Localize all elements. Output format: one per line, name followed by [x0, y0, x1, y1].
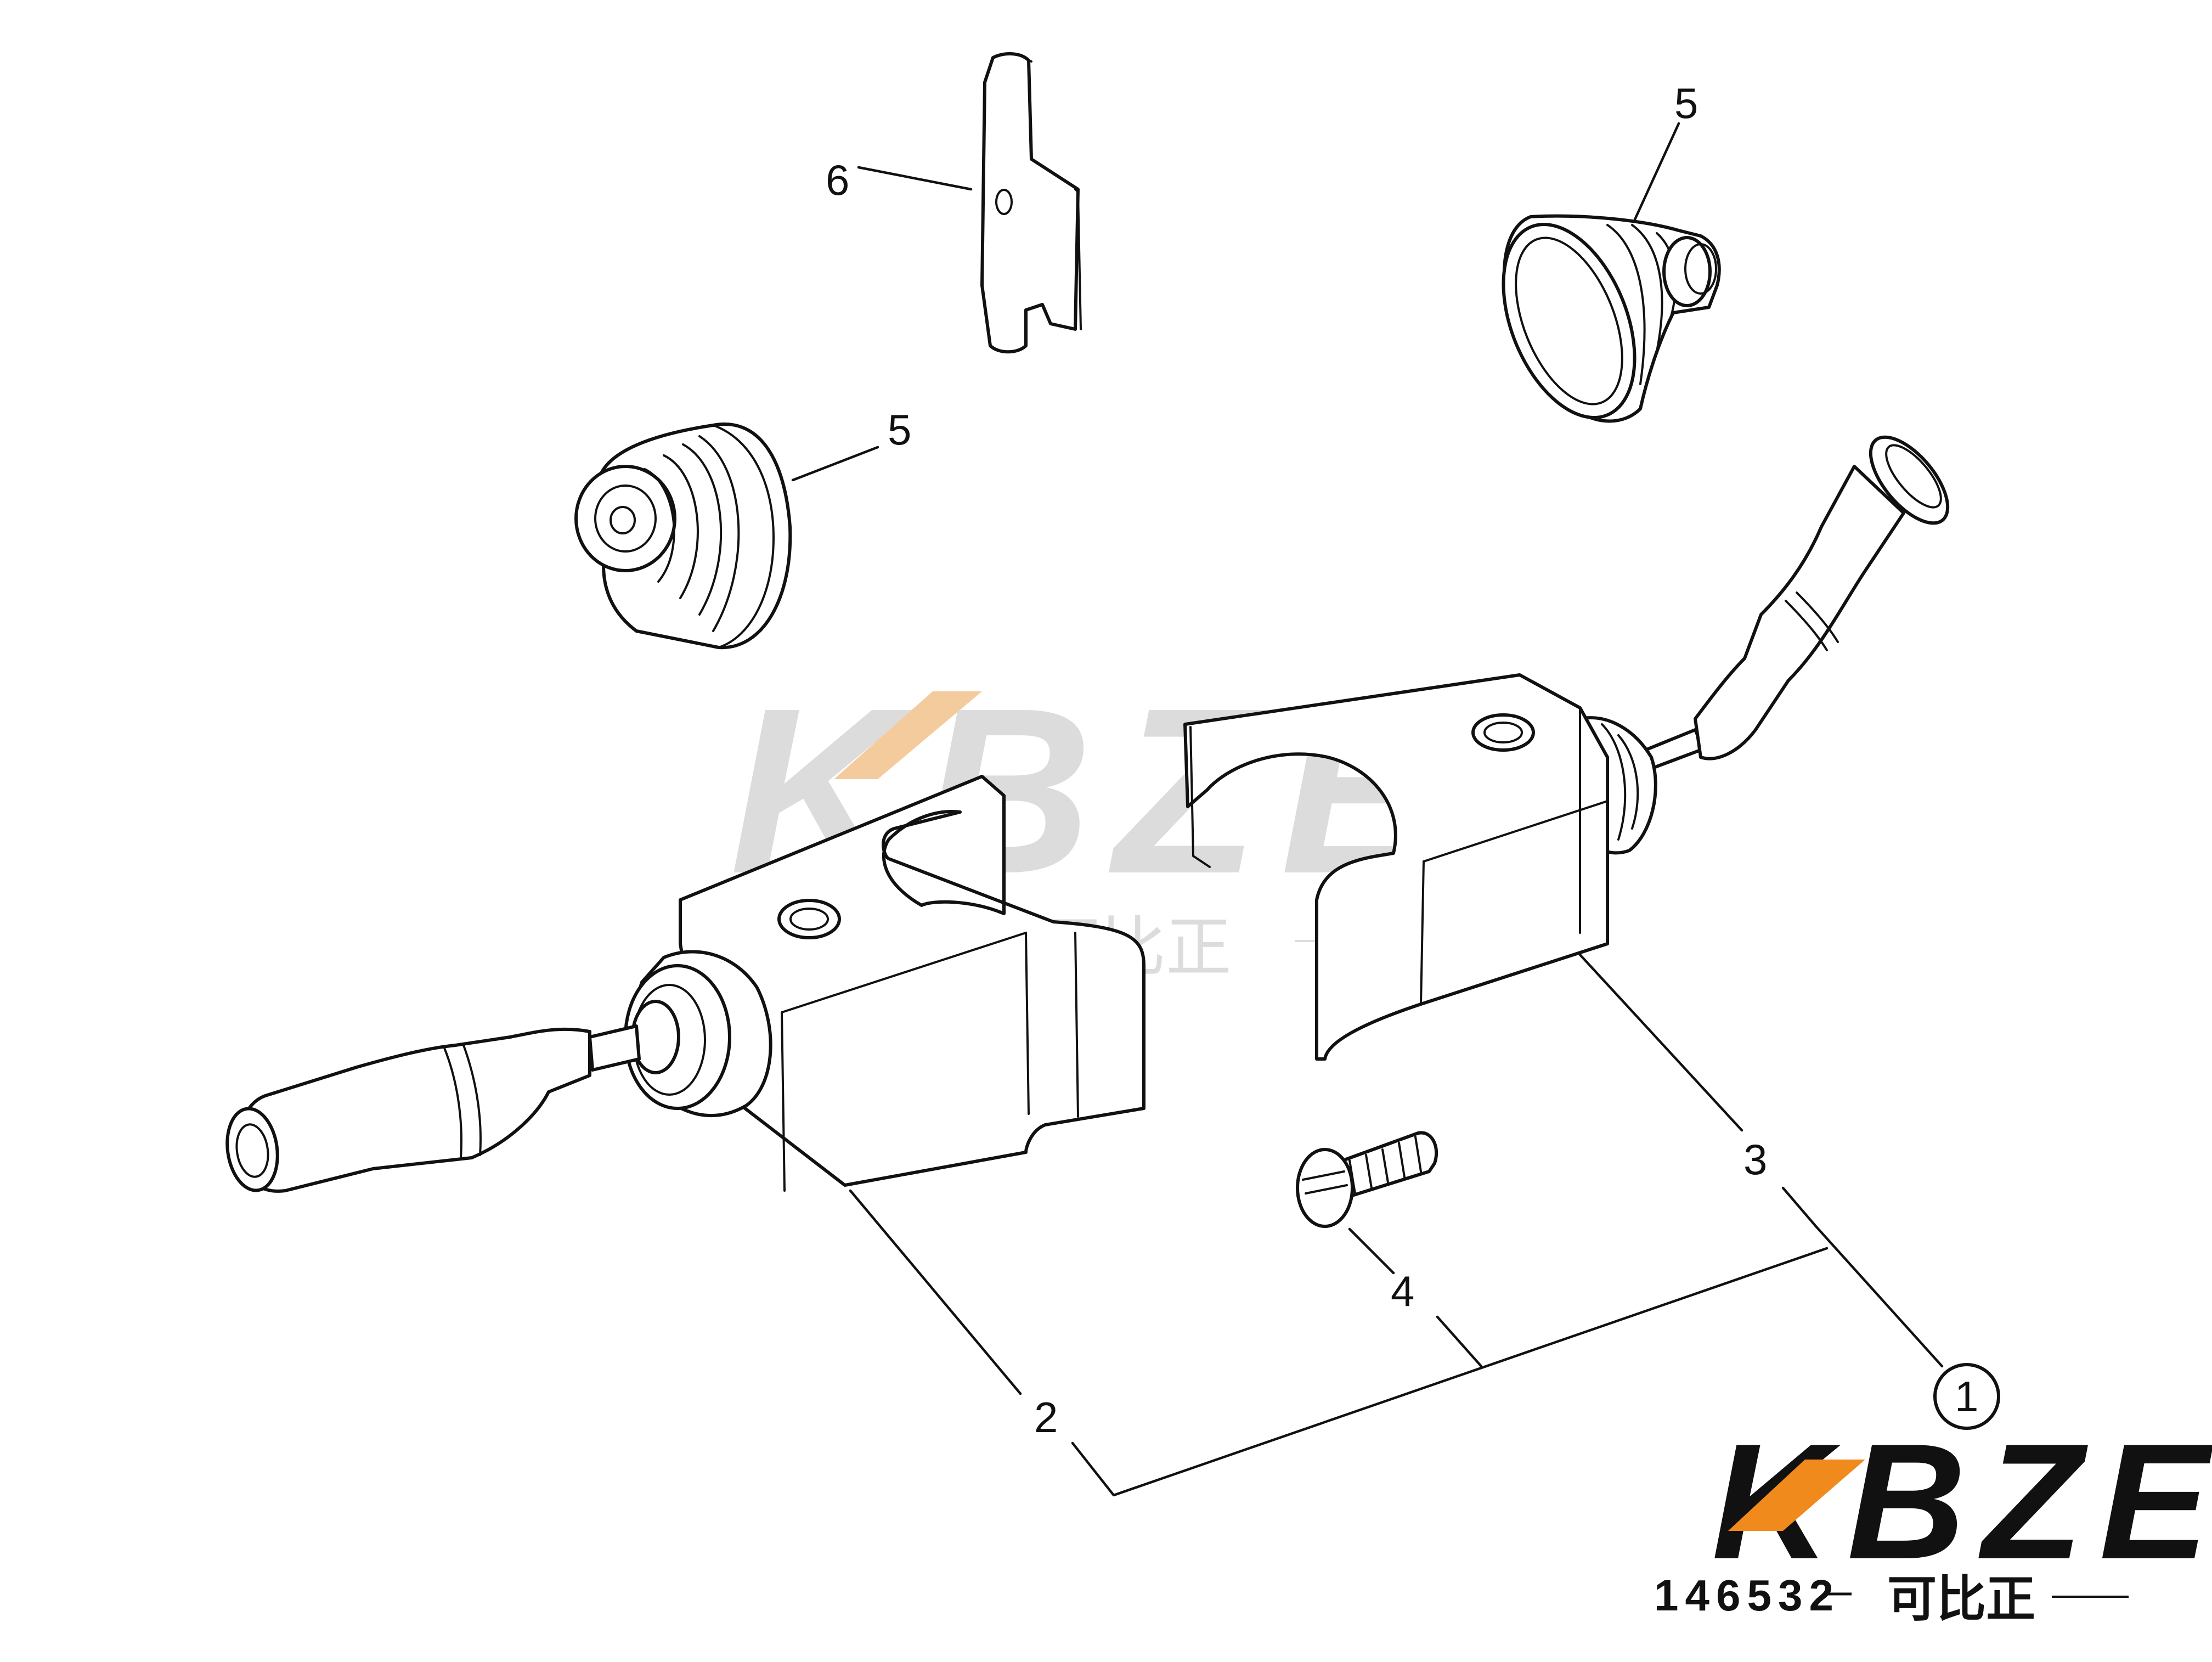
part-4-screw: [1296, 1131, 1438, 1228]
callout-1-circle: [1933, 1363, 2000, 1430]
callout-1: 1: [1955, 1372, 1978, 1421]
logo-chinese: 可比正: [1887, 1572, 2035, 1627]
callout-2: 2: [1034, 1393, 1058, 1441]
callout-5-right: 5: [1674, 79, 1698, 127]
part-6-plate: [980, 52, 1082, 354]
part-3-block-right: [1183, 435, 1950, 1061]
logo-part-number: 146532: [1654, 1571, 1840, 1620]
leader-lines: [791, 122, 1944, 1497]
callout-6: 6: [826, 156, 849, 204]
callouts: 6 5 5 3 4 2 1: [826, 79, 2000, 1441]
callout-3: 3: [1743, 1135, 1767, 1184]
part-5-boot-left: [574, 422, 792, 650]
part-2-block-left: [225, 775, 1146, 1193]
logo-accent: [1728, 1460, 1865, 1531]
callout-4: 4: [1391, 1267, 1414, 1315]
watermark-accent: [834, 691, 982, 779]
kbze-logo: KBZE 146532 可比正: [1654, 1409, 2209, 1627]
part-5-boot-right: [1502, 214, 1721, 423]
callout-5-left: 5: [888, 405, 911, 454]
